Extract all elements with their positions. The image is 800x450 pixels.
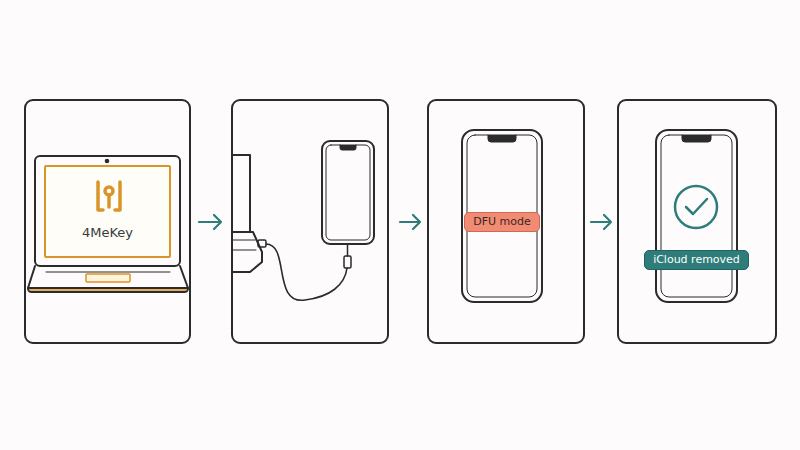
phone [656,130,737,302]
label-text: DFU mode [473,215,531,229]
phone [462,130,542,302]
cable [266,244,347,300]
app-screen: 4MeKey [44,165,171,258]
laptop-fragment [232,155,250,232]
phone [322,141,374,244]
laptop-base [28,266,188,288]
usb-plug [258,240,266,247]
panel [232,100,388,343]
status-pill: iCloud removed [644,250,749,270]
check-icon [675,186,717,228]
lightning-plug [344,256,351,268]
panel [618,100,776,343]
label-text: iCloud removed [653,253,740,267]
panel [428,100,584,343]
step-arrow [199,215,611,229]
panel [25,100,190,343]
app-logo [94,179,124,213]
status-pill: DFU mode [464,212,540,232]
label-text: 4MeKey [46,225,169,240]
laptop-lid [35,156,180,266]
